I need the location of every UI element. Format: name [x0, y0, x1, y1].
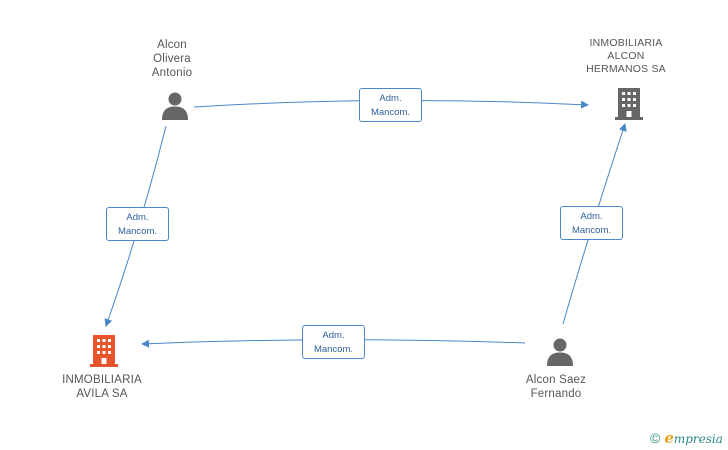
- brand-rest: mpresia: [673, 432, 723, 446]
- node-label-inmobiliaria-alcon: INMOBILIARIA ALCON HERMANOS SA: [586, 37, 666, 75]
- building-icon[interactable]: [88, 333, 120, 367]
- edge-label-olivera-to-alcon[interactable]: Adm. Mancom.: [359, 88, 422, 122]
- brand-initial: e: [664, 429, 674, 447]
- edge-label-olivera-to-avila[interactable]: Adm. Mancom.: [106, 207, 169, 241]
- person-icon[interactable]: [160, 91, 190, 121]
- edge-label-saez-to-alcon[interactable]: Adm. Mancom.: [560, 206, 623, 240]
- node-label-inmobiliaria-avila: INMOBILIARIA AVILA SA: [62, 374, 142, 400]
- edge-label-saez-to-avila[interactable]: Adm. Mancom.: [302, 325, 365, 359]
- brand-logo[interactable]: empresia: [664, 429, 723, 447]
- node-label-alcon-olivera: Alcon Olivera Antonio: [151, 39, 193, 79]
- copyright-icon: ©: [650, 430, 661, 446]
- node-label-alcon-saez: Alcon Saez Fernando: [525, 374, 587, 400]
- building-icon[interactable]: [613, 86, 645, 120]
- brand-footer: © empresia: [650, 429, 723, 447]
- person-icon[interactable]: [545, 337, 575, 367]
